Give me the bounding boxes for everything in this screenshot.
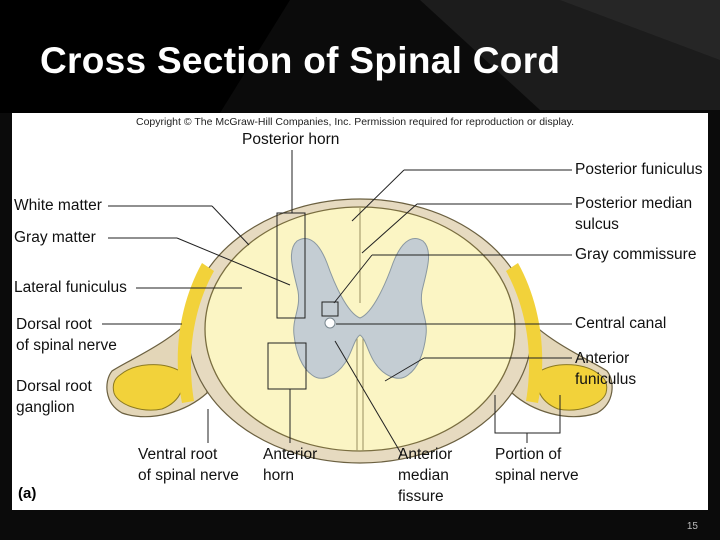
label-ventral-root-2: of spinal nerve (138, 467, 239, 484)
right-dorsal-root-ganglion (536, 364, 608, 411)
label-anterior-horn-2: horn (263, 467, 295, 484)
label-anterior-funiculus-1: Anterior (575, 350, 630, 367)
spinal-cord-figure: Copyright © The McGraw-Hill Companies, I… (12, 113, 708, 510)
gray-matter (290, 238, 430, 379)
label-anterior-median-2: median (398, 467, 449, 484)
label-posterior-median-1: Posterior median (575, 195, 693, 212)
central-canal (324, 317, 336, 329)
spinal-cord-diagram (102, 150, 613, 464)
label-ventral-root-1: Ventral root (138, 446, 218, 463)
label-anterior-horn-1: Anterior (263, 446, 318, 463)
label-central-canal: Central canal (575, 315, 667, 332)
slide-title: Cross Section of Spinal Cord (40, 40, 561, 81)
label-gray-matter: Gray matter (14, 229, 96, 246)
copyright-notice: Copyright © The McGraw-Hill Companies, I… (136, 116, 575, 128)
left-dorsal-root (177, 263, 214, 403)
page-number: 15 (686, 521, 698, 532)
label-ganglion-2: ganglion (16, 399, 75, 416)
label-posterior-horn: Posterior horn (242, 131, 340, 148)
label-posterior-funiculus: Posterior funiculus (575, 161, 703, 178)
label-gray-commissure: Gray commissure (575, 246, 697, 263)
label-portion-2: spinal nerve (495, 467, 579, 484)
label-white-matter: White matter (14, 197, 102, 214)
label-portion-1: Portion of (495, 446, 562, 463)
label-dorsal-root-2: of spinal nerve (16, 337, 117, 354)
label-posterior-median-2: sulcus (575, 216, 619, 233)
right-dorsal-root (506, 263, 543, 403)
label-anterior-median-3: fissure (398, 488, 444, 505)
panel-label: (a) (18, 485, 37, 502)
label-lateral-funiculus: Lateral funiculus (14, 279, 127, 296)
label-anterior-median-1: Anterior (398, 446, 453, 463)
label-ganglion-1: Dorsal root (16, 378, 92, 395)
left-dorsal-root-ganglion (112, 364, 184, 411)
label-anterior-funiculus-2: funiculus (575, 371, 637, 388)
leader-lines (102, 150, 572, 456)
label-dorsal-root-1: Dorsal root (16, 316, 92, 333)
